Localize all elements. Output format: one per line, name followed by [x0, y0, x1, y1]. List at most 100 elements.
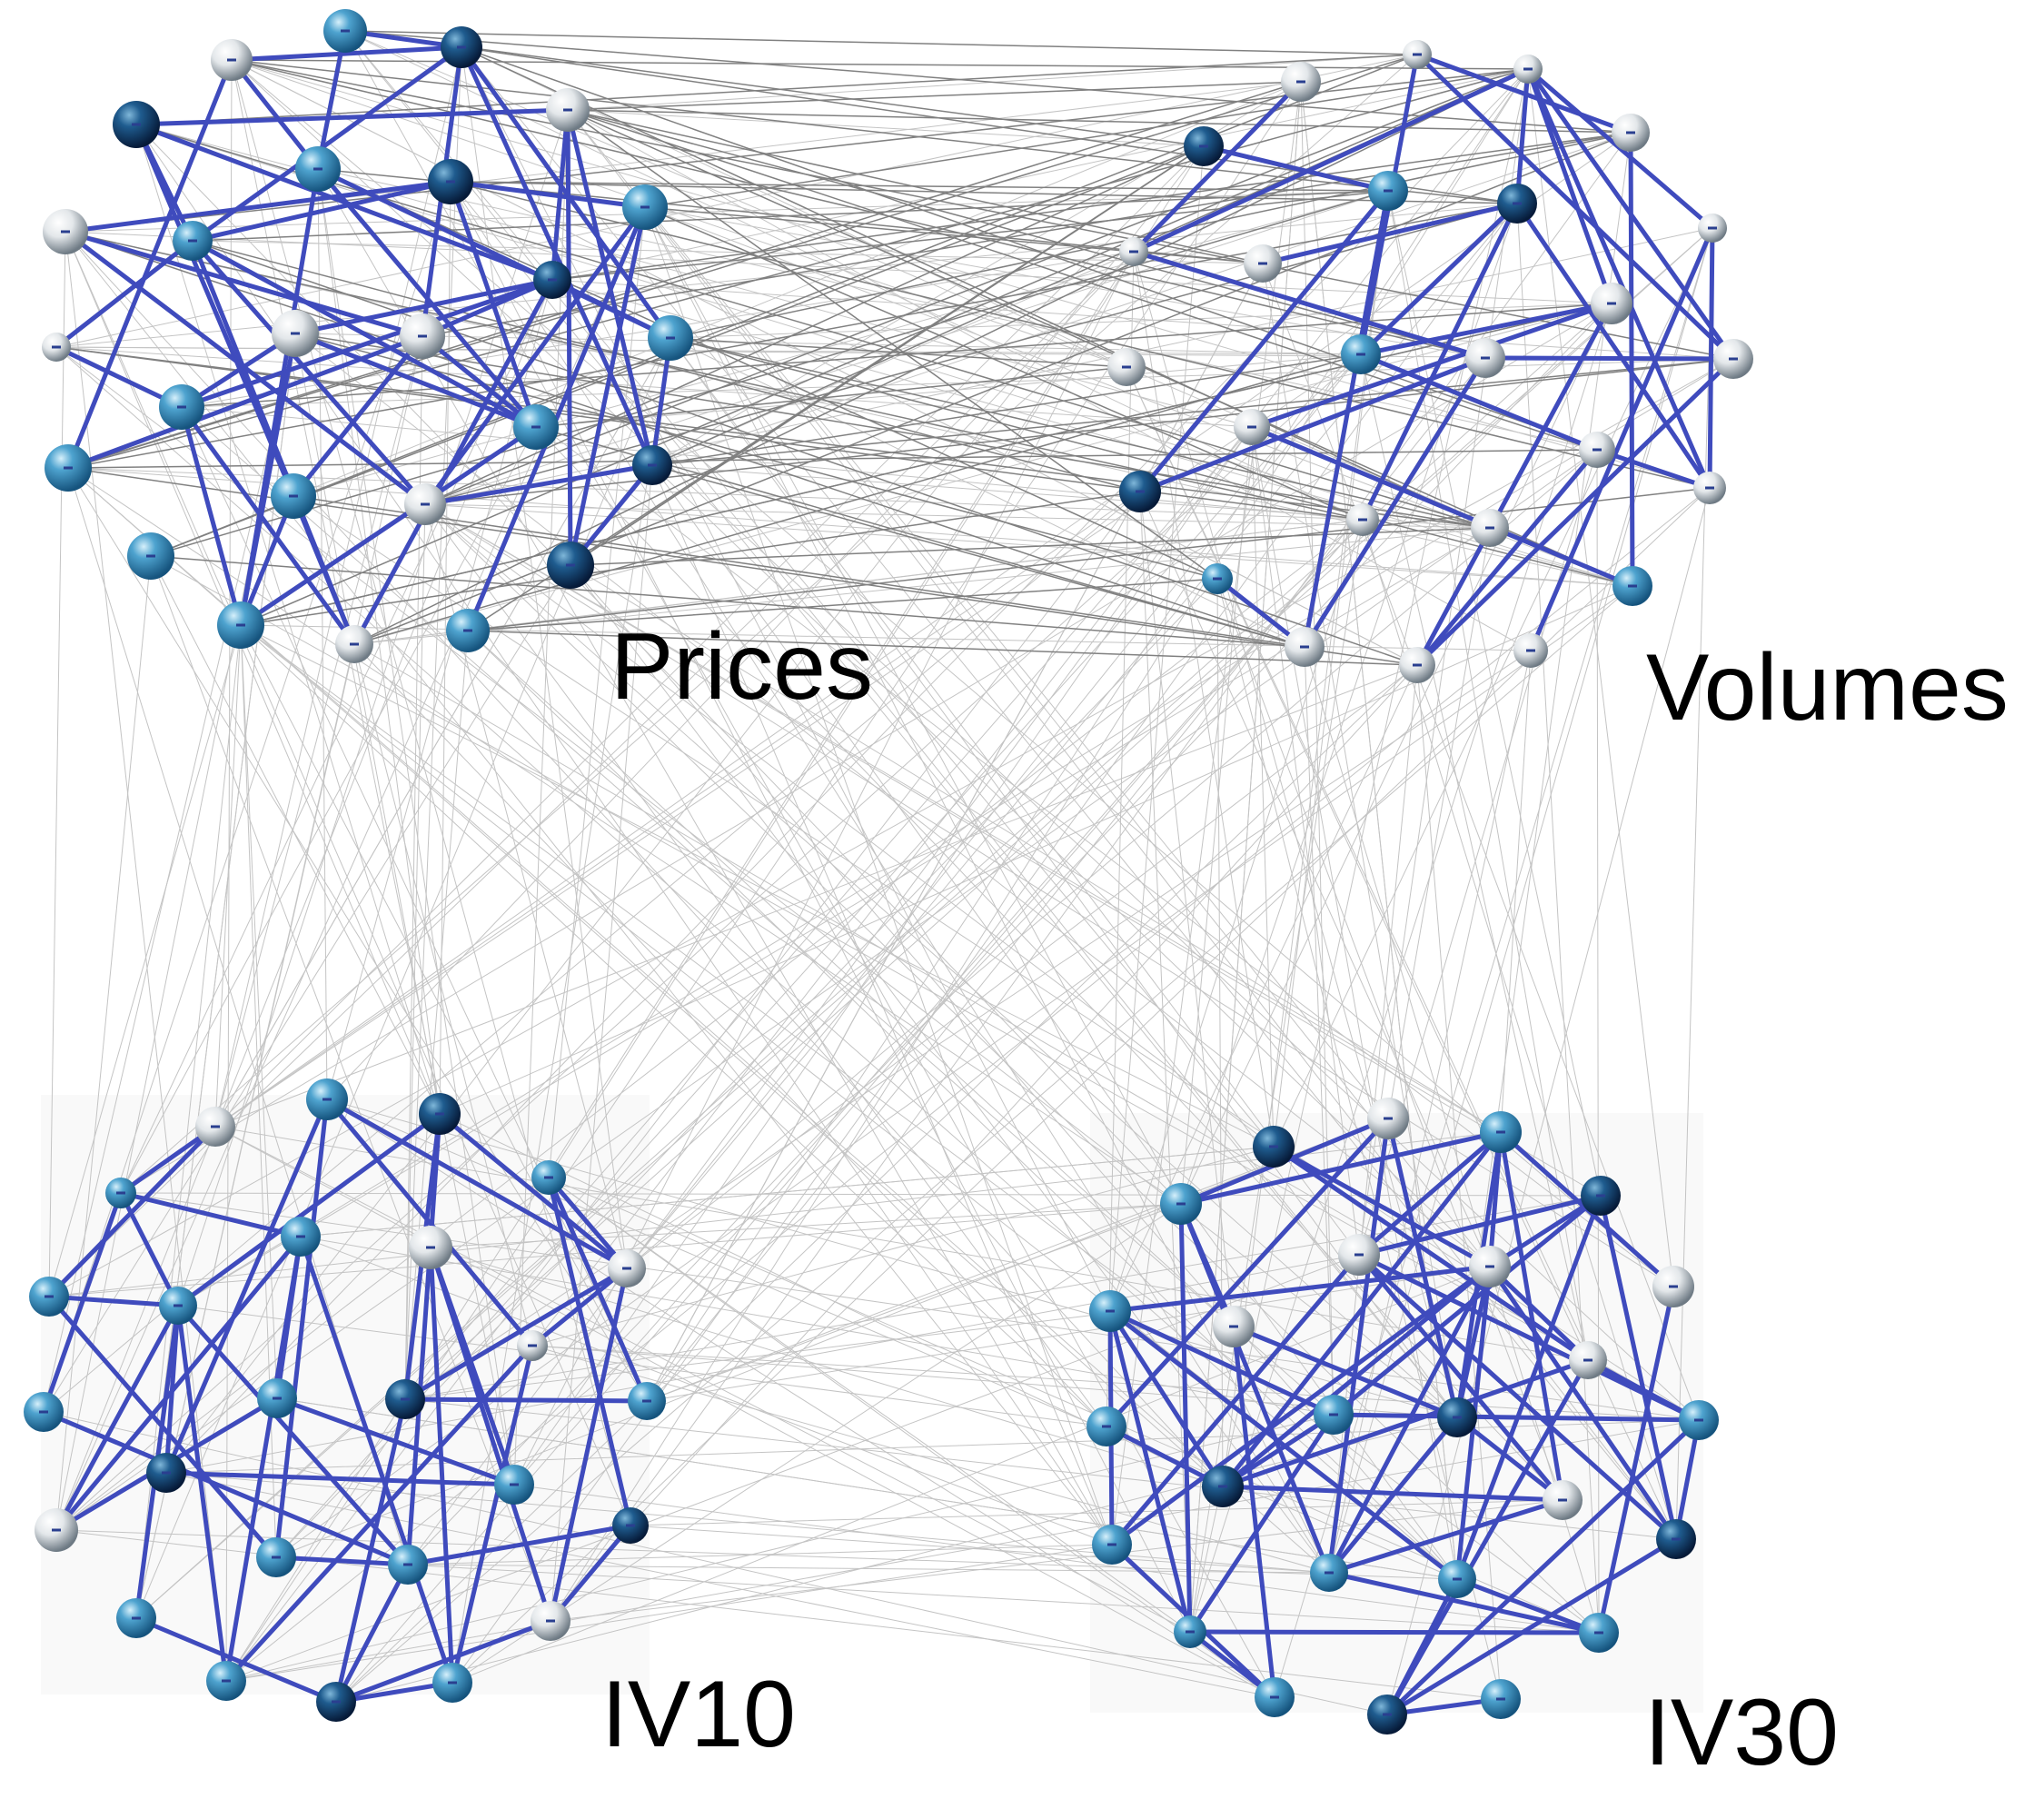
- volumes-node: [1234, 409, 1270, 445]
- iv10-layer-label: IV10: [601, 1662, 796, 1767]
- prices-volumes-edge: [567, 109, 1632, 134]
- prices-volumes-edge: [651, 353, 1362, 466]
- prices-node: [428, 159, 473, 204]
- prices-node: [441, 26, 482, 68]
- iv10-edge: [333, 1562, 411, 1705]
- iv10-edge: [405, 1111, 442, 1567]
- prices-volumes-edge: [67, 81, 1302, 469]
- inter-layer-edge: [646, 1203, 1182, 1402]
- volumes-node: [1513, 633, 1548, 668]
- volumes-edge: [1707, 225, 1715, 491]
- iv30-edge: [1271, 1144, 1493, 1269]
- prices-volumes-edge: [67, 68, 1529, 469]
- prices-edge: [293, 277, 555, 336]
- inter-layer-edge: [55, 279, 553, 1531]
- volumes-edge: [1137, 355, 1488, 494]
- volumes-edge: [1414, 301, 1614, 668]
- volumes-edge: [1131, 79, 1304, 254]
- prices-volumes-edge: [450, 181, 1389, 192]
- iv30-node: [1092, 1525, 1132, 1565]
- inter-layer-edge: [424, 503, 1502, 1133]
- iv30-edge: [1326, 1570, 1602, 1635]
- prices-edge: [238, 424, 539, 628]
- inter-layer-edge: [43, 333, 296, 1413]
- volumes-node: [1368, 171, 1408, 211]
- inter-layer-edge: [1133, 251, 1458, 1418]
- prices-node: [546, 88, 590, 132]
- inter-layer-edge: [1360, 353, 1589, 1361]
- volumes-edge: [1525, 66, 1736, 362]
- volumes-node: [1579, 432, 1615, 468]
- volumes-edge: [1249, 424, 1635, 589]
- iv30-node: [1310, 1554, 1348, 1592]
- inter-layer-edge: [335, 585, 1633, 1703]
- prices-edge: [448, 179, 648, 210]
- inter-layer-edge: [214, 46, 462, 1128]
- inter-layer-edge: [214, 1126, 1191, 1633]
- iv30-edge: [1107, 1308, 1225, 1489]
- prices-node: [335, 625, 373, 663]
- volumes-node: [1693, 472, 1726, 504]
- prices-volumes-edge: [344, 30, 1418, 55]
- inter-layer-edge: [531, 1146, 1275, 1347]
- prices-volumes-edge: [424, 68, 1529, 505]
- iv30-edge: [1107, 1264, 1493, 1314]
- inter-layer-edge: [646, 1266, 1491, 1402]
- prices-edge: [420, 277, 555, 339]
- prices-volumes-edge: [461, 46, 1711, 489]
- prices-volumes-edge: [55, 346, 1491, 529]
- volumes-node: [1612, 114, 1650, 152]
- prices-edge: [352, 277, 555, 647]
- iv30-node: [1253, 1126, 1295, 1168]
- volumes-edge: [1137, 188, 1391, 494]
- iv30-edge: [1220, 1357, 1591, 1489]
- prices-edge: [229, 57, 321, 172]
- inter-layer-edge: [55, 555, 152, 1531]
- inter-layer-edge: [120, 1192, 1700, 1421]
- prices-volumes-edge: [570, 527, 1491, 566]
- inter-layer-edge: [1304, 646, 1600, 1634]
- prices-node: [272, 310, 319, 357]
- iv10-edge: [548, 1523, 633, 1624]
- prices-edge: [459, 45, 673, 341]
- prices-edge: [134, 122, 296, 499]
- iv30-edge: [1454, 1576, 1602, 1635]
- prices-volumes-edge: [567, 109, 1218, 580]
- inter-layer-edge: [231, 59, 631, 1526]
- inter-layer-edge: [404, 46, 462, 1400]
- iv10-node: [35, 1508, 78, 1552]
- inter-layer-edge: [531, 1345, 1330, 1574]
- volumes-edge: [1483, 355, 1736, 362]
- volumes-edge: [1514, 201, 1712, 491]
- volumes-node: [1281, 62, 1321, 102]
- prices-volumes-edge: [344, 30, 1205, 147]
- iv30-edge: [1385, 1116, 1460, 1420]
- inter-layer-edge: [225, 491, 1141, 1682]
- iv30-node: [1089, 1290, 1131, 1332]
- iv30-edge: [1231, 1324, 1277, 1700]
- volumes-edge: [1525, 66, 1614, 306]
- prices-node: [533, 261, 571, 299]
- iv30-edge: [1220, 1412, 1336, 1489]
- prices-edge: [422, 204, 648, 507]
- inter-layer-edge: [424, 503, 1674, 1287]
- prices-volumes-edge: [651, 358, 1734, 466]
- volumes-node: [1107, 348, 1146, 386]
- volumes-edge: [1358, 352, 1600, 452]
- iv30-node: [1679, 1400, 1719, 1440]
- inter-layer-edge: [326, 1098, 1275, 1698]
- iv10-edge: [41, 1190, 124, 1415]
- inter-layer-edge: [214, 337, 671, 1128]
- inter-layer-edge: [1111, 81, 1302, 1546]
- iv30-node: [1581, 1176, 1621, 1216]
- volumes-node: [1244, 244, 1282, 283]
- iv30-edge: [1178, 1201, 1332, 1575]
- prices-volumes-edge: [353, 68, 1529, 645]
- iv10-node: [531, 1601, 571, 1641]
- inter-layer-edge: [548, 145, 1205, 1178]
- prices-edge: [420, 333, 539, 430]
- iv10-edge: [175, 1303, 229, 1684]
- iv30-edge: [1585, 1357, 1702, 1423]
- iv10-node: [256, 1537, 296, 1577]
- inter-layer-edge: [240, 624, 1275, 1148]
